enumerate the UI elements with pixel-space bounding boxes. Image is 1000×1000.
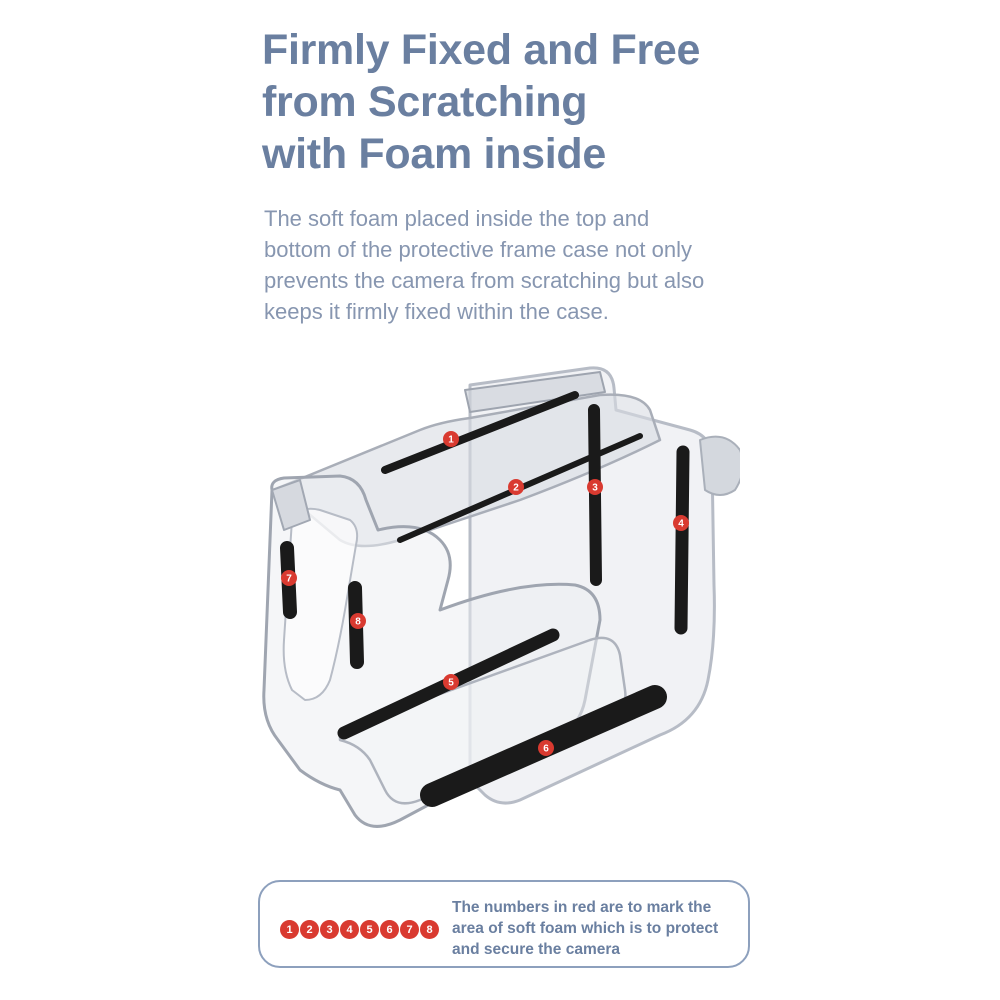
foam-marker-dot (443, 431, 459, 447)
foam-marker-label: 8 (355, 617, 361, 628)
foam-marker-3: 3 (587, 479, 603, 495)
foam-marker-label: 3 (592, 483, 598, 494)
note-line-1: The numbers in red are to mark the (452, 899, 712, 916)
foam-marker-8: 8 (350, 613, 366, 629)
note-badge-8: 8 (420, 920, 439, 939)
description: The soft foam placed inside the top and … (264, 203, 764, 327)
foam-marker-label: 4 (678, 519, 684, 530)
foam-marker-2: 2 (508, 479, 524, 495)
foam-pad-1 (381, 391, 579, 474)
foam-marker-label: 1 (448, 435, 454, 446)
note-badge-3: 3 (320, 920, 339, 939)
note-line-2: area of soft foam which is to protect (452, 920, 719, 937)
foam-marker-dot (350, 613, 366, 629)
note-badge-6: 6 (380, 920, 399, 939)
note-badge-1: 1 (280, 920, 299, 939)
note-badge-2: 2 (300, 920, 319, 939)
foam-marker-4: 4 (673, 515, 689, 531)
foam-marker-5: 5 (443, 674, 459, 690)
foam-marker-dot (443, 674, 459, 690)
foam-marker-1: 1 (443, 431, 459, 447)
foam-marker-6: 6 (538, 740, 554, 756)
headline-line-2: from Scratching (262, 78, 588, 126)
foam-marker-label: 5 (448, 678, 454, 689)
frame-case-body (262, 366, 740, 828)
headline-line-1: Firmly Fixed and Free (262, 26, 701, 74)
foam-marker-7: 7 (281, 570, 297, 586)
foam-markers: 1 2 3 4 5 6 7 8 (281, 431, 689, 756)
frame-case-illustration: 1 2 3 4 5 6 7 8 (262, 366, 740, 828)
foam-marker-dot (587, 479, 603, 495)
description-line-1: The soft foam placed inside the top and (264, 206, 650, 231)
foam-marker-label: 2 (513, 483, 519, 494)
description-line-3: prevents the camera from scratching but … (264, 268, 705, 293)
foam-marker-dot (508, 479, 524, 495)
foam-marker-dot (538, 740, 554, 756)
description-line-4: keeps it firmly fixed within the case. (264, 299, 609, 324)
headline: Firmly Fixed and Free from Scratching wi… (262, 24, 962, 180)
foam-marker-dot (673, 515, 689, 531)
headline-line-3: with Foam inside (262, 130, 607, 178)
description-line-2: bottom of the protective frame case not … (264, 237, 693, 262)
foam-marker-label: 7 (286, 574, 292, 585)
foam-pad-4 (674, 445, 690, 635)
note-text: The numbers in red are to mark the area … (452, 897, 752, 960)
foam-marker-label: 6 (543, 744, 549, 755)
foam-marker-dot (281, 570, 297, 586)
note-badge-7: 7 (400, 920, 419, 939)
note-line-3: and secure the camera (452, 941, 621, 958)
note-badge-5: 5 (360, 920, 379, 939)
note-badge-4: 4 (340, 920, 359, 939)
